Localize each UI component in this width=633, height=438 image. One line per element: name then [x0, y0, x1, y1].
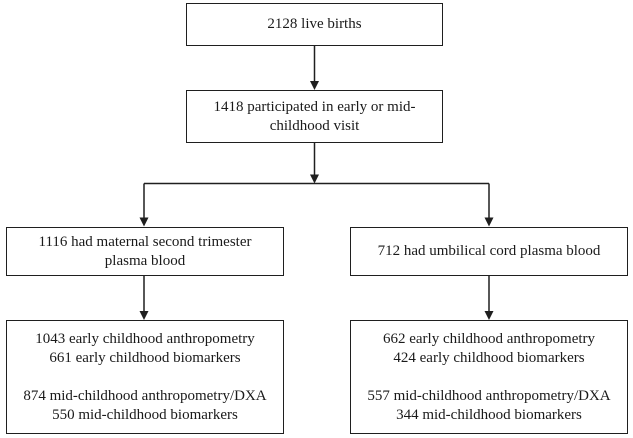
cord-outcomes-line-2: 424 early childhood biomarkers — [393, 349, 585, 366]
node-maternal-outcomes: 1043 early childhood anthropometry 661 e… — [6, 320, 284, 434]
cord-outcomes-line-3: 557 mid-childhood anthropometry/DXA — [367, 387, 611, 404]
maternal-outcomes-line-1: 1043 early childhood anthropometry — [35, 330, 255, 347]
node-visit: 1418 participated in early or mid-childh… — [186, 90, 443, 143]
node-cord-blood-label: 712 had umbilical cord plasma blood — [377, 243, 601, 259]
node-live-births-label: 2128 live births — [267, 16, 362, 32]
node-visit-label: 1418 participated in early or mid-childh… — [213, 98, 416, 134]
node-cord-blood: 712 had umbilical cord plasma blood — [350, 227, 628, 276]
maternal-outcomes-line-3: 874 mid-childhood anthropometry/DXA — [23, 387, 267, 404]
node-live-births: 2128 live births — [186, 3, 443, 46]
cord-outcomes-line-1: 662 early childhood anthropometry — [382, 330, 596, 347]
arrow-births-to-visit — [310, 46, 319, 90]
arrow-maternal-to-outcomes — [139, 276, 149, 320]
node-maternal-blood: 1116 had maternal second trimester plasm… — [6, 227, 284, 276]
arrow-split-to-cord — [484, 183, 494, 227]
node-maternal-blood-label: 1116 had maternal second trimester plasm… — [38, 233, 252, 269]
arrow-visit-to-split — [310, 143, 319, 184]
cord-outcomes-line-4: 344 mid-childhood biomarkers — [396, 406, 582, 423]
arrow-split-to-maternal — [139, 183, 149, 227]
maternal-outcomes-line-4: 550 mid-childhood biomarkers — [52, 406, 238, 423]
maternal-outcomes-line-2: 661 early childhood biomarkers — [49, 349, 241, 366]
arrow-cord-to-outcomes — [484, 276, 494, 320]
node-cord-outcomes: 662 early childhood anthropometry 424 ea… — [350, 320, 628, 434]
